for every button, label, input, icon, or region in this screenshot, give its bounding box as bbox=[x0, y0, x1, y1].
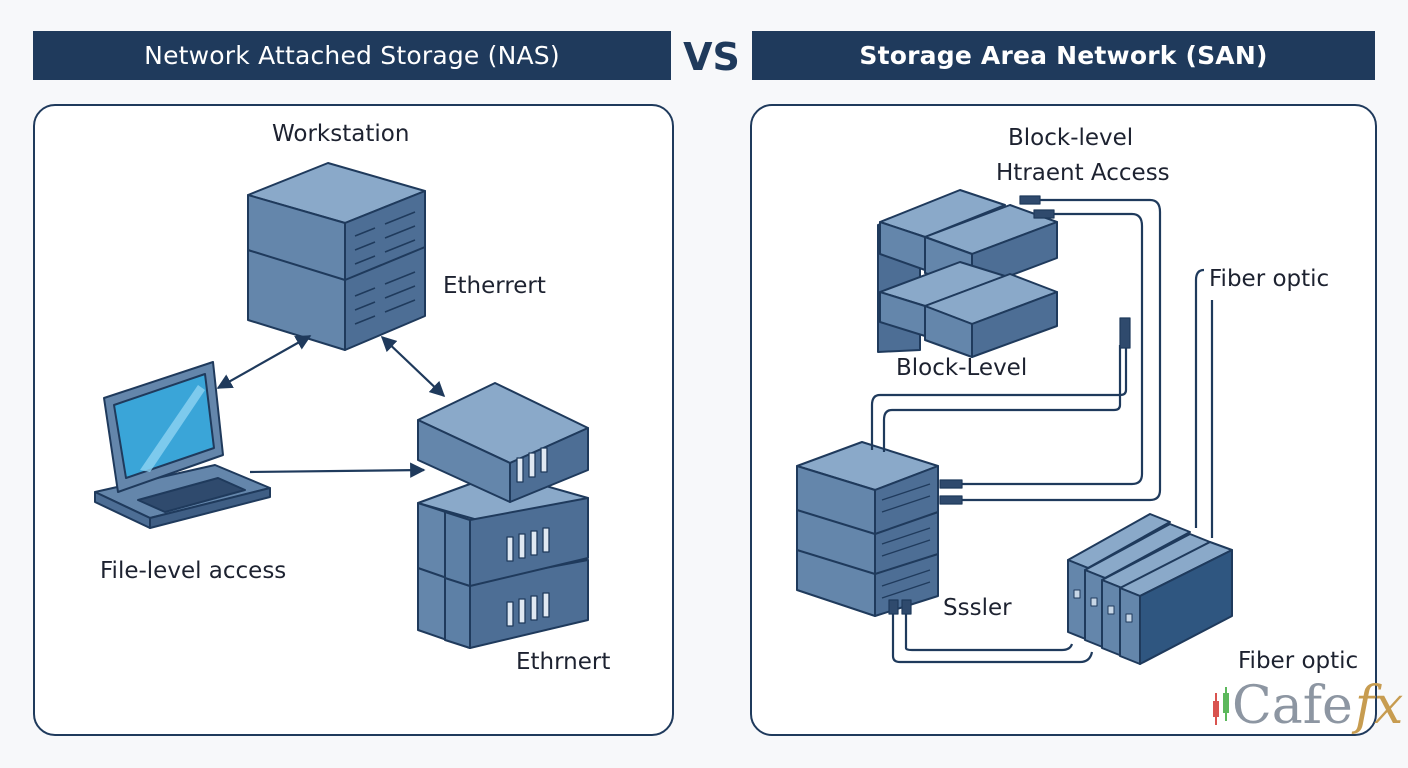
block-level-label: Block-Level bbox=[896, 355, 1028, 381]
vs-label: VS bbox=[683, 34, 740, 79]
fiber-optic-label-top: Fiber optic bbox=[1209, 266, 1330, 292]
workstation-server-icon bbox=[247, 162, 426, 351]
server-label: Sssler bbox=[943, 595, 1012, 621]
nas-title-banner: Network Attached Storage (NAS) bbox=[33, 31, 671, 80]
san-server-icon bbox=[796, 441, 939, 617]
ethernet-label-bottom: Ethrnert bbox=[516, 649, 611, 675]
file-level-access-label: File-level access bbox=[100, 558, 287, 584]
nas-title: Network Attached Storage (NAS) bbox=[144, 41, 560, 70]
san-panel bbox=[750, 104, 1377, 736]
logo-brand: Cafe bbox=[1232, 676, 1353, 736]
san-title-banner: Storage Area Network (SAN) bbox=[752, 31, 1375, 80]
cafefx-logo: Cafefx bbox=[1210, 676, 1403, 746]
san-title: Storage Area Network (SAN) bbox=[859, 41, 1268, 70]
nas-connection-arrows bbox=[216, 335, 446, 478]
fiber-storage-array-icon bbox=[1067, 513, 1233, 665]
san-cables bbox=[870, 198, 1214, 664]
workstation-label: Workstation bbox=[272, 121, 410, 147]
laptop-icon bbox=[94, 361, 271, 529]
block-level-access-label-line2: Htraent Access bbox=[996, 160, 1170, 186]
logo-suffix: fx bbox=[1354, 676, 1404, 736]
nas-storage-icon bbox=[417, 382, 589, 649]
fiber-optic-label-bottom: Fiber optic bbox=[1238, 648, 1359, 674]
block-storage-icon bbox=[877, 189, 1058, 358]
ethernet-label-top: Etherrert bbox=[443, 273, 546, 299]
san-connectors bbox=[888, 195, 1131, 615]
candlestick-logo-icon bbox=[1213, 687, 1229, 725]
block-level-access-label-line1: Block-level bbox=[1008, 125, 1134, 151]
